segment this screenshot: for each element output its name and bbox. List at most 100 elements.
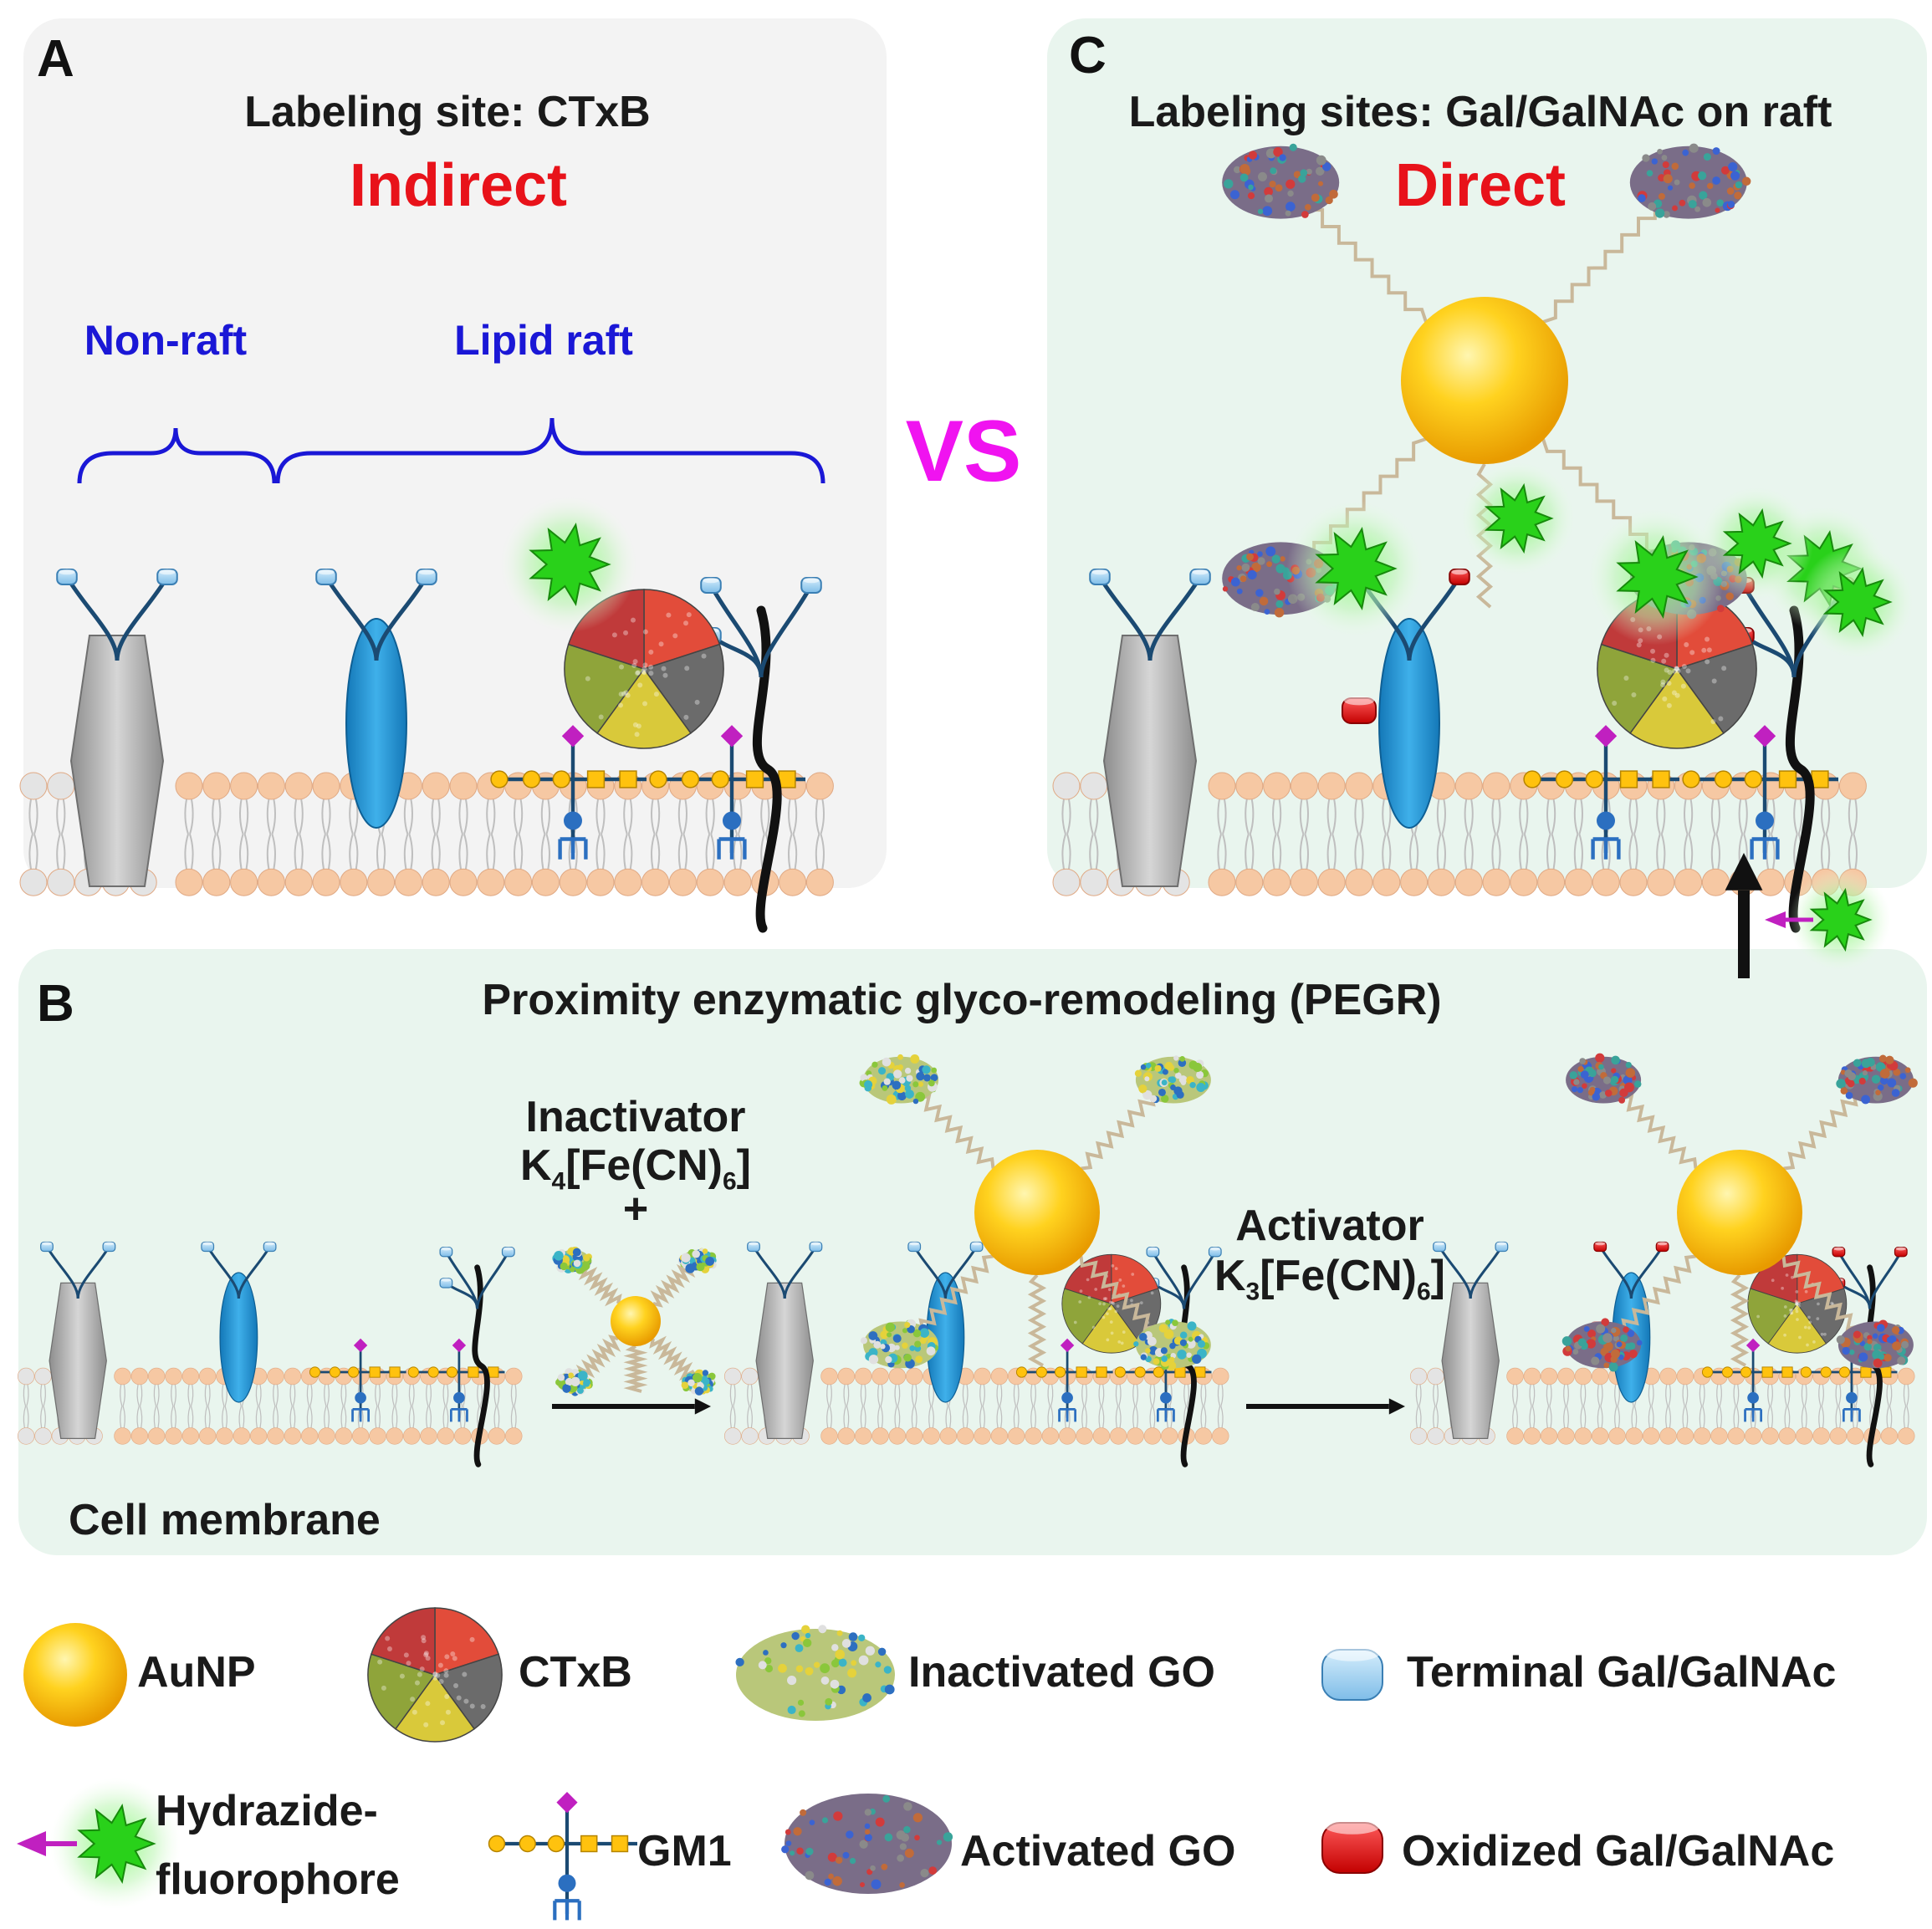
panel-a-letter: A [37,33,74,85]
inactivated-go [860,1054,939,1105]
nonraft-label: Non-raft [84,319,247,361]
terminal-gal-glycan [748,1242,760,1251]
lipid-bilayer [176,773,833,896]
aunp-complex [1562,1054,1918,1372]
panel-c-title: Labeling sites: Gal/GalNAc on raft [1129,90,1832,134]
inactivation-arrow [552,1398,711,1414]
lipid-bilayer [1209,773,1866,896]
terminal-gal-glycan [908,1242,921,1251]
legend-inactivated-go-label: Inactivated GO [908,1651,1215,1694]
aunp-complex [860,1054,1211,1370]
aunp-particle [1677,1150,1802,1275]
fluorophore-star [1800,545,1914,659]
aunp-particle [611,1296,661,1346]
legend-terminal-gal-icon [1322,1643,1383,1700]
peg-linker [1543,202,1655,322]
peg-linker [1618,1096,1696,1169]
activated-go [1630,144,1751,219]
terminal-gal-glycan [701,578,721,593]
terminal-gal-glycan [316,569,336,584]
oxidized-gal-glycan [1449,569,1469,584]
inactivated-go [1135,1055,1211,1103]
panel-a-title: Labeling site: CTxB [244,90,650,134]
lipid-raft-label: Lipid raft [454,319,633,361]
lipid-raft-brace [278,418,823,483]
panel-c-letter: C [1069,30,1107,82]
legend-oxidized-gal-label: Oxidized Gal/GalNAc [1402,1829,1834,1873]
inactivated-go [552,1247,592,1274]
terminal-gal-glycan [41,1242,54,1251]
lipid-bilayer [1507,1368,1915,1444]
activated-go [1836,1055,1918,1105]
panel-b-scene-3 [1410,1242,1914,1464]
terminal-gal-glycan [103,1242,115,1251]
terminal-gal-glycan [1147,1248,1159,1257]
peg-linker [1784,1091,1857,1169]
peg-linker [652,1339,694,1377]
terminal-gal-glycan [57,569,77,584]
cell-membrane-label: Cell membrane [69,1498,381,1542]
peg-linker [916,1096,994,1169]
panel-a-membrane-scene [20,569,833,928]
nonraft-protein [71,635,163,886]
hydrazide-arrowhead [1765,911,1786,928]
panel-b-scene-1 [18,1242,522,1464]
fluorophore-star [500,496,636,632]
legend-hydrazide-line1: Hydrazide- [156,1789,378,1833]
aunp-complex [552,1247,716,1396]
fluorophore-star [1461,462,1575,575]
gm1-glycan [489,1792,637,1920]
oxidized-gal-glycan [1656,1242,1669,1251]
terminal-gal-glycan [263,1242,276,1251]
oxidized-gal-glycan [1342,697,1376,723]
terminal-gal-glycan [970,1242,983,1251]
peg-linker [1306,210,1426,322]
legend-aunp-icon [23,1623,127,1727]
inactivated-go [735,1625,895,1721]
nonraft-protein [1104,635,1196,886]
legend-activated-go-label: Activated GO [960,1829,1235,1873]
peg-linker [1031,1275,1043,1365]
nonraft-protein [49,1283,106,1438]
legend-gm1-label: GM1 [637,1829,732,1873]
vs-label: VS [906,408,1022,495]
terminal-gal-glycan [1190,569,1210,584]
terminal-gal-glycan [1090,569,1110,584]
activated-go [781,1794,953,1894]
terminal-gal-glycan [440,1278,452,1288]
oxidized-gal-glycan [1832,1248,1845,1257]
lipid-bilayer [115,1368,523,1444]
nonraft-brace [79,428,274,483]
terminal-gal-glycan [202,1242,214,1251]
nonraft-protein [756,1283,813,1438]
panel-c-mode-label: Direct [1395,156,1566,216]
ctxb-toxin [368,1608,502,1742]
peg-linker [630,1346,641,1391]
panel-b-title: Proximity enzymatic glyco-remodeling (PE… [482,978,1441,1022]
legend-aunp-label: AuNP [137,1651,256,1694]
aunp-particle [974,1150,1100,1275]
raft-braces [79,418,823,483]
panel-a-mode-label: Indirect [350,156,567,216]
legend-hydrazide-line2: fluorophore [156,1858,400,1901]
fluorophore-star [1699,487,1813,600]
peg-linker [1734,1275,1745,1365]
activated-go [1566,1054,1641,1104]
aunp-particle [1401,297,1568,464]
inactivated-go [861,1319,938,1369]
terminal-gal-glycan [503,1248,515,1257]
oxidized-gal-glycan [1594,1242,1607,1251]
terminal-gal-glycan [810,1242,822,1251]
terminal-gal-glycan [801,578,821,593]
legend-oxidized-gal-icon [1322,1816,1383,1873]
terminal-gal-glycan [1434,1242,1446,1251]
activation-arrow [1246,1398,1405,1414]
legend-ctxb-label: CTxB [519,1651,632,1694]
terminal-gal-glycan [157,569,177,584]
up-arrow [1725,853,1763,978]
activator-label: Activator [1235,1204,1423,1248]
inactivator-plus: + [623,1187,648,1231]
terminal-gal-glycan [417,569,437,584]
panel-b-letter: B [37,978,74,1030]
